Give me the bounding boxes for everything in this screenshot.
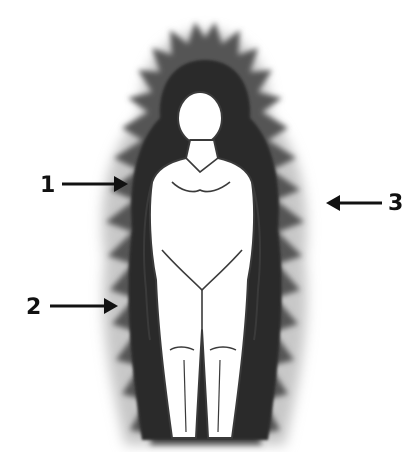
callout-2-label: 2	[26, 295, 41, 320]
callout-1-label: 1	[40, 173, 55, 198]
callout-3-label: 3	[388, 191, 403, 216]
callout-3: 3	[326, 191, 403, 216]
callout-3-arrowhead-icon	[326, 195, 340, 211]
head	[178, 92, 222, 144]
